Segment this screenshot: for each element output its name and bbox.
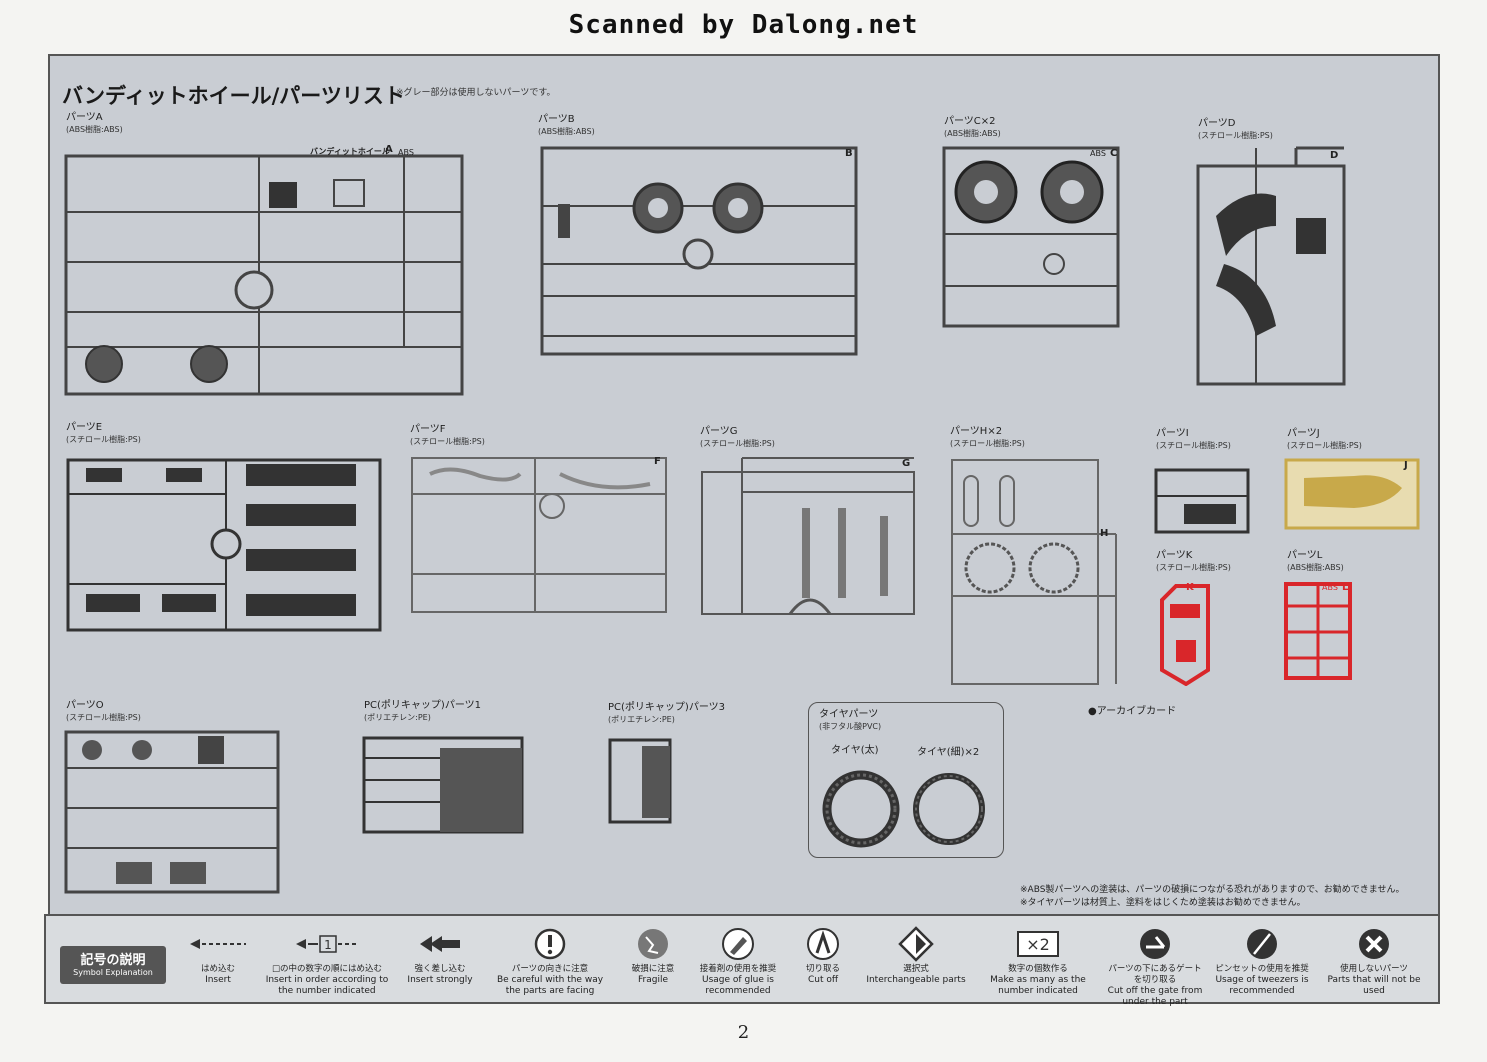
parts-d-label: パーツD(スチロール樹脂:PS) [1198, 118, 1273, 140]
runner-k [1156, 580, 1214, 686]
runner-a-letter: A [385, 144, 393, 155]
runner-g-letter: G [902, 458, 911, 469]
note-tire: ※タイヤパーツは材質上、塗料をはじくため塗装はお勧めできません。 [1020, 898, 1306, 908]
tire-parts-box: タイヤパーツ(非フタル酸PVC) タイヤ(太) タイヤ(細)×2 [808, 702, 1004, 858]
watermark: Scanned by Dalong.net [568, 10, 919, 40]
parts-pc3-label: PC(ポリキャップ)パーツ3(ポリエチレン:PE) [608, 702, 725, 724]
parts-c-label: パーツC×2(ABS樹脂:ABS) [944, 116, 1001, 138]
glue-icon [722, 928, 754, 960]
runner-a-tag: バンディットホイール [310, 147, 390, 156]
parts-j-label: パーツJ(スチロール樹脂:PS) [1287, 428, 1362, 450]
runner-j-letter: J [1404, 460, 1408, 471]
runner-d-letter: D [1330, 150, 1339, 161]
runner-g [700, 456, 918, 618]
page-title: バンディットホイール/パーツリスト [62, 84, 405, 108]
parts-f-label: パーツF(スチロール樹脂:PS) [410, 424, 485, 446]
parts-h-label: パーツH×2(スチロール樹脂:PS) [950, 426, 1025, 448]
runner-b-letter: B [845, 148, 853, 159]
runner-e [66, 454, 384, 634]
runner-pc3 [606, 736, 678, 826]
runner-a [64, 142, 484, 398]
tweezers-icon [1247, 929, 1277, 959]
parts-l-label: パーツL(ABS樹脂:ABS) [1287, 550, 1344, 572]
tire-drawing [822, 770, 985, 848]
svg-text:×2: ×2 [1026, 935, 1050, 954]
runner-b [540, 146, 860, 358]
parts-b-label: パーツB(ABS樹脂:ABS) [538, 114, 595, 136]
runner-k-letter: K [1186, 582, 1194, 593]
page-number: 2 [737, 1022, 750, 1043]
parts-o-label: パーツO(スチロール樹脂:PS) [66, 700, 141, 722]
parts-g-label: パーツG(スチロール樹脂:PS) [700, 426, 775, 448]
title-note: ※グレー部分は使用しないパーツです。 [396, 88, 556, 98]
runner-c-material-tag: ABS [1090, 149, 1106, 158]
runner-i [1154, 466, 1250, 534]
runner-l-material-tag: ABS [1322, 583, 1338, 592]
parts-a-label: パーツA(ABS樹脂:ABS) [66, 112, 123, 134]
multiply-count-icon: ×2 [1017, 931, 1059, 957]
arrow-number-icon: 1 [296, 935, 358, 953]
runner-l [1284, 580, 1354, 680]
gate-cut-icon [1140, 929, 1170, 959]
painting-notes: ※ABS製パーツへの塗装は、パーツの破損につながる恐れがありますので、お勧めでき… [1020, 884, 1404, 910]
runner-o [64, 728, 282, 896]
runner-h [950, 456, 1120, 686]
runner-f [410, 454, 670, 616]
parts-e-label: パーツE(スチロール樹脂:PS) [66, 422, 141, 444]
note-abs: ※ABS製パーツへの塗装は、パーツの破損につながる恐れがありますので、お勧めでき… [1020, 885, 1405, 895]
cross-icon [1359, 929, 1389, 959]
runner-h-letter: H [1100, 528, 1109, 539]
runner-a-material-tag: ABS [398, 148, 414, 157]
arrow-dashed-icon [190, 939, 246, 949]
fragile-icon [638, 929, 668, 959]
runner-j [1284, 458, 1420, 530]
parts-i-label: パーツI(スチロール樹脂:PS) [1156, 428, 1231, 450]
tire-thick-label: タイヤ(太) [831, 745, 879, 756]
runner-f-letter: F [654, 456, 661, 467]
runner-c-letter: C [1110, 148, 1118, 159]
svg-text:1: 1 [324, 938, 332, 952]
exclamation-icon [534, 928, 566, 960]
runner-d [1196, 146, 1348, 386]
parts-pc1-label: PC(ポリキャップ)パーツ1(ポリエチレン:PE) [364, 700, 481, 722]
tire-thin-label: タイヤ(細)×2 [917, 747, 980, 758]
runner-pc1 [362, 728, 524, 834]
tire-parts-label: タイヤパーツ(非フタル酸PVC) [819, 709, 882, 731]
symbol-explanation-badge: 記号の説明 Symbol Explanation [60, 946, 166, 984]
parts-k-label: パーツK(スチロール樹脂:PS) [1156, 550, 1231, 572]
runner-l-letter: L [1342, 582, 1349, 593]
archive-card-label: ●アーカイブカード [1088, 706, 1177, 717]
double-arrow-icon [420, 936, 460, 952]
nipper-icon [807, 928, 839, 960]
interchange-icon [898, 926, 934, 962]
runner-c [942, 146, 1122, 328]
